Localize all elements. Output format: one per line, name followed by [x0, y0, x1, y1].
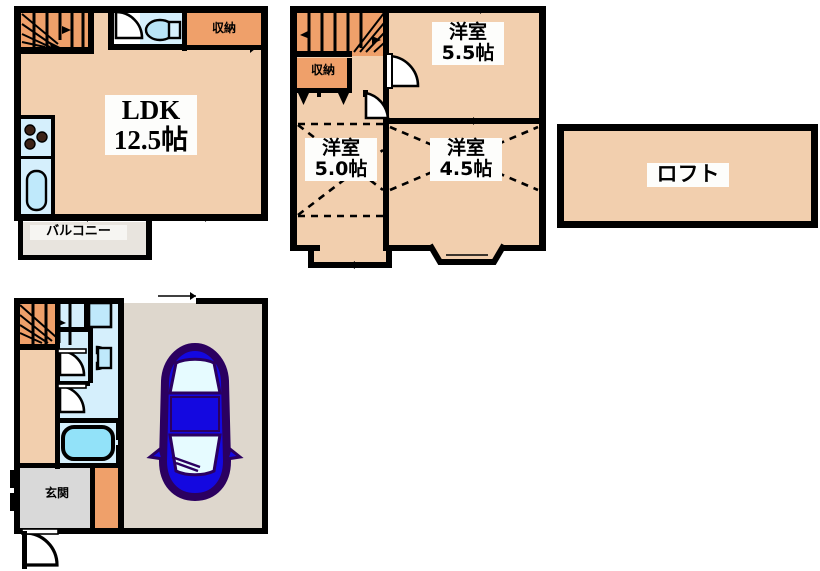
wall-kitchen-right — [51, 115, 55, 219]
wall-bath-bottom — [55, 463, 122, 468]
window-marks — [320, 6, 536, 269]
wall-genkan-right — [90, 463, 95, 529]
balcony-name: バルコニー — [46, 224, 111, 239]
ldk-name: LDK — [121, 95, 181, 125]
balcony-wall-right — [146, 218, 152, 260]
wall-kitchen-top — [18, 115, 55, 119]
balcony-label: バルコニー — [30, 224, 127, 240]
bedroom-floor-notch — [312, 240, 392, 262]
parked-car-icon — [146, 342, 244, 502]
wall-stair-bottom — [14, 344, 60, 350]
wall-right — [261, 6, 268, 220]
entry-step-fill — [95, 467, 122, 528]
wall-toilet-divider — [88, 328, 93, 383]
wall-notch-right — [386, 245, 392, 268]
wall-kitchen-mid — [18, 156, 55, 159]
wall-bottom-left — [290, 245, 320, 251]
washbasin-door-icon — [114, 10, 144, 40]
wall-top-left — [14, 298, 124, 304]
loft-label: ロフト — [647, 162, 729, 187]
wall-top — [14, 6, 268, 13]
staircase-icon — [21, 12, 85, 51]
storage-name: 収納 — [310, 63, 335, 77]
bedroom-east-name: 洋室 — [446, 137, 485, 159]
wall-stair-right — [88, 6, 94, 54]
bay-window-icon — [427, 243, 507, 265]
wall-top — [290, 6, 546, 13]
bedroom-north-area: 5.5帖 — [441, 42, 495, 65]
window-marks — [10, 292, 196, 511]
storage-label: 収納 — [303, 63, 343, 77]
wall-toilet-bottom — [108, 44, 186, 50]
loft-wall-bottom — [557, 221, 818, 228]
panel-loft: ロフト — [550, 115, 820, 240]
wall-toilet-left — [108, 6, 114, 50]
door-swing-icons — [57, 348, 87, 414]
sink-icon — [25, 169, 48, 212]
entrance-fill — [19, 467, 95, 528]
wall-stair-bottom — [14, 47, 94, 54]
wall-stair-bottom — [290, 51, 352, 57]
wall-wash-top — [84, 298, 89, 328]
staircase-fill — [296, 12, 388, 56]
entrance-name: 玄関 — [44, 486, 69, 500]
wall-right — [262, 298, 268, 534]
window-marks — [23, 45, 255, 222]
balcony-wall-bottom — [18, 255, 152, 260]
bedroom-west-name: 洋室 — [321, 137, 360, 159]
door-swing-icons — [364, 53, 420, 120]
ldk-area: 12.5帖 — [113, 125, 189, 156]
wall-genkan-top — [14, 463, 60, 468]
wall-storage-left — [182, 6, 187, 51]
stove-icon — [24, 124, 48, 150]
bedroom-north-name: 洋室 — [448, 21, 487, 43]
entrance-label: 玄関 — [36, 486, 78, 500]
loft-wall-right — [811, 124, 818, 228]
wall-left-upper — [290, 6, 297, 251]
storage-name: 収納 — [211, 21, 236, 35]
wall-corridor-left — [55, 344, 60, 469]
toilet-icon — [144, 18, 182, 42]
wall-left — [14, 6, 21, 220]
loft-wall-left — [557, 124, 564, 228]
wall-notch-left — [308, 245, 314, 268]
panel-ground-floor: 玄関 — [0, 285, 300, 571]
wall-center-vertical — [383, 6, 389, 251]
storage-fill — [296, 58, 349, 91]
entrance-door-icon — [21, 528, 59, 569]
wall-top-right — [196, 298, 268, 304]
wall-bottom — [14, 528, 268, 534]
balcony-wall-left — [18, 218, 23, 260]
wall-wash-sep3 — [58, 418, 122, 423]
wall-left — [14, 298, 20, 534]
bedroom-west-area: 5.0帖 — [314, 158, 368, 181]
wall-wash-sep1 — [58, 327, 90, 332]
loft-name: ロフト — [656, 162, 720, 186]
storage-label: 収納 — [201, 21, 247, 35]
bathtub-icon — [61, 422, 120, 463]
toilet-icon — [87, 301, 113, 371]
staircase-icon — [19, 303, 72, 345]
bedroom-east-area: 4.5帖 — [439, 158, 493, 181]
wall-storage-right — [347, 58, 352, 93]
loft-wall-top — [557, 124, 818, 131]
wall-right — [539, 6, 546, 251]
storage-fill — [186, 12, 262, 50]
staircase-icon — [300, 12, 385, 53]
wall-garage-divider — [118, 298, 124, 534]
